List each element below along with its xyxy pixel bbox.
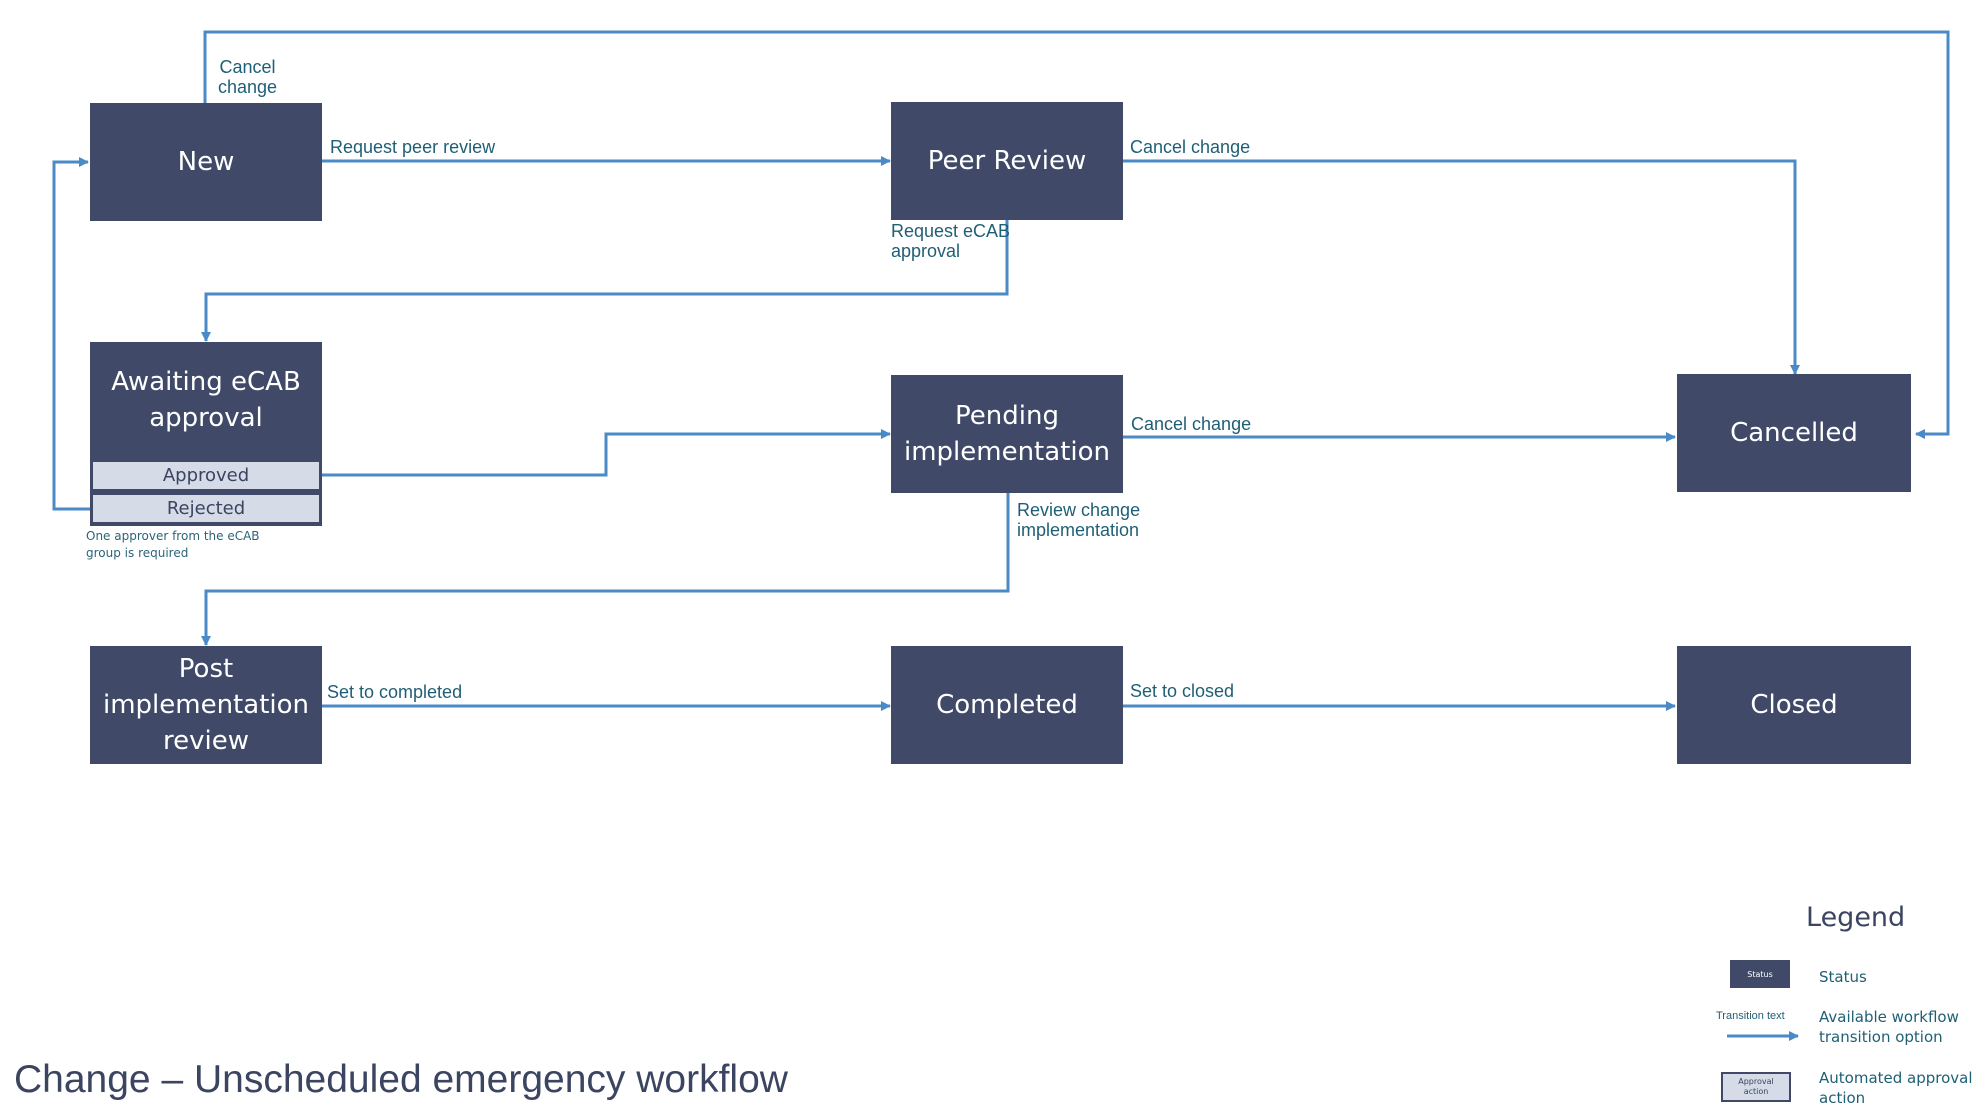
status-post-implementation-review[interactable]: Post implementation review bbox=[90, 646, 322, 764]
transition-label-request-peer-review: Request peer review bbox=[330, 137, 496, 157]
transition-label-pending-cancel: Cancel change bbox=[1131, 414, 1252, 434]
status-awaiting-ecab-label: Awaiting eCAB approval bbox=[111, 367, 301, 433]
status-peer-review-label: Peer Review bbox=[927, 146, 1087, 176]
status-completed[interactable]: Completed bbox=[891, 646, 1123, 764]
arrow-peer-review-to-awaiting-ecab bbox=[201, 219, 1009, 342]
rejected-label: Rejected bbox=[166, 498, 246, 519]
status-completed-label: Completed bbox=[936, 690, 1078, 720]
ecab-approver-note: One approver from the eCAB group is requ… bbox=[86, 529, 260, 560]
legend-status-desc: Status bbox=[1819, 968, 1867, 986]
legend-approval-desc: Automated approval action bbox=[1819, 1069, 1973, 1107]
approval-action-rejected[interactable]: Rejected bbox=[90, 492, 322, 525]
legend-approval-swatch: Approval action bbox=[1721, 1072, 1791, 1102]
status-closed[interactable]: Closed bbox=[1677, 646, 1911, 764]
legend-approval-swatch-label: Approval action bbox=[1738, 1077, 1774, 1096]
status-new[interactable]: New bbox=[90, 103, 322, 221]
transition-label-review-change: Review change implementation bbox=[1017, 500, 1141, 540]
legend-status-swatch-label: Status bbox=[1747, 969, 1773, 979]
status-cancelled-label: Cancelled bbox=[1730, 418, 1858, 448]
arrow-peer-review-to-cancelled bbox=[1123, 159, 1800, 375]
status-cancelled[interactable]: Cancelled bbox=[1677, 374, 1911, 492]
arrow-new-to-cancelled bbox=[203, 30, 1950, 439]
legend-status-swatch: Status bbox=[1730, 960, 1790, 988]
status-post-implementation-review-label: Post implementation review bbox=[102, 654, 309, 756]
arrow-approved-to-pending bbox=[320, 429, 891, 477]
transition-label-new-cancel: Cancel change bbox=[218, 57, 278, 97]
transition-label-set-closed: Set to closed bbox=[1130, 681, 1235, 701]
transition-label-set-completed: Set to completed bbox=[327, 682, 463, 702]
arrow-rejected-to-new bbox=[52, 157, 90, 511]
transition-label-request-ecab: Request eCAB approval bbox=[891, 221, 1011, 261]
approval-action-approved[interactable]: Approved bbox=[90, 459, 322, 492]
status-peer-review[interactable]: Peer Review bbox=[891, 102, 1123, 220]
status-new-label: New bbox=[177, 147, 235, 177]
status-pending-implementation[interactable]: Pending implementation bbox=[891, 375, 1123, 493]
status-pending-implementation-label: Pending implementation bbox=[903, 401, 1110, 467]
legend-transition-desc: Available workflow transition option bbox=[1819, 1008, 1959, 1046]
legend-title: Legend bbox=[1806, 902, 1906, 933]
approved-label: Approved bbox=[162, 465, 250, 486]
page-title: Change – Unscheduled emergency workflow bbox=[14, 1058, 788, 1101]
legend-transition-text: Transition text bbox=[1716, 1010, 1785, 1022]
status-closed-label: Closed bbox=[1750, 690, 1838, 720]
transition-label-peer-cancel: Cancel change bbox=[1130, 137, 1251, 157]
arrow-pending-to-post-review bbox=[201, 493, 1010, 646]
